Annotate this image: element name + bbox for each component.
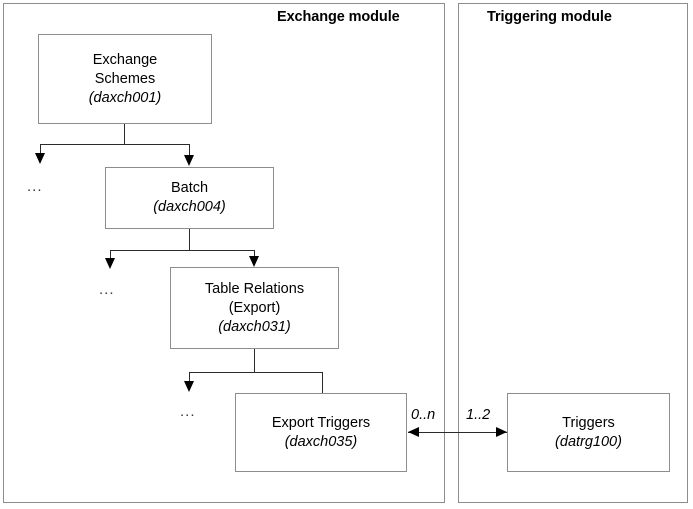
connector-2-stem xyxy=(189,229,190,250)
node-exchange-schemes-code: (daxch001) xyxy=(88,89,162,106)
connector-2-left-arrowhead xyxy=(105,258,115,269)
relation-cardinality-right: 1..2 xyxy=(466,407,491,423)
connector-3-bar xyxy=(189,372,323,373)
connector-2-right-arrowhead xyxy=(249,256,259,267)
relation-line xyxy=(408,432,507,433)
ellipsis-1: ... xyxy=(27,178,43,195)
connector-2-left-drop xyxy=(110,250,111,263)
node-triggers[interactable]: Triggers (datrg100) xyxy=(507,393,670,472)
connector-1-stem xyxy=(124,124,125,144)
node-batch-code: (daxch004) xyxy=(153,199,226,215)
node-triggers-code: (datrg100) xyxy=(555,433,622,450)
connector-1-right-drop xyxy=(189,144,190,158)
ellipsis-3: ... xyxy=(180,403,196,420)
ellipsis-2: ... xyxy=(99,281,115,298)
module-triggering xyxy=(458,3,688,503)
node-exchange-schemes-line1: Exchange xyxy=(92,51,158,68)
node-table-relations[interactable]: Table Relations (Export) (daxch031) xyxy=(170,267,339,349)
node-table-relations-line1: Table Relations xyxy=(204,280,305,297)
connector-1-bar xyxy=(40,144,189,145)
connector-3-left-drop xyxy=(189,372,190,386)
relation-arrowhead-right xyxy=(496,427,507,437)
node-batch-line1: Batch xyxy=(170,180,209,196)
node-export-triggers-line1: Export Triggers xyxy=(271,414,371,431)
module-triggering-title: Triggering module xyxy=(487,9,612,25)
node-table-relations-code: (daxch031) xyxy=(218,318,291,335)
connector-1-right-arrowhead xyxy=(184,155,194,166)
node-exchange-schemes[interactable]: Exchange Schemes (daxch001) xyxy=(38,34,212,124)
connector-3-left-arrowhead xyxy=(184,381,194,392)
relation-cardinality-left: 0..n xyxy=(411,407,436,423)
node-export-triggers[interactable]: Export Triggers (daxch035) xyxy=(235,393,407,472)
connector-2-bar xyxy=(110,250,255,251)
node-batch[interactable]: Batch (daxch004) xyxy=(105,167,274,229)
connector-3-right-drop xyxy=(322,372,323,394)
node-export-triggers-code: (daxch035) xyxy=(284,433,358,450)
node-exchange-schemes-line2: Schemes xyxy=(94,70,156,87)
node-triggers-line1: Triggers xyxy=(562,414,615,431)
connector-1-left-arrowhead xyxy=(35,153,45,164)
module-exchange-title: Exchange module xyxy=(277,9,400,25)
connector-1-left-drop xyxy=(40,144,41,160)
node-table-relations-line2: (Export) xyxy=(228,299,281,316)
connector-3-stem xyxy=(254,349,255,372)
module-exchange xyxy=(3,3,445,503)
relation-arrowhead-left xyxy=(408,427,419,437)
